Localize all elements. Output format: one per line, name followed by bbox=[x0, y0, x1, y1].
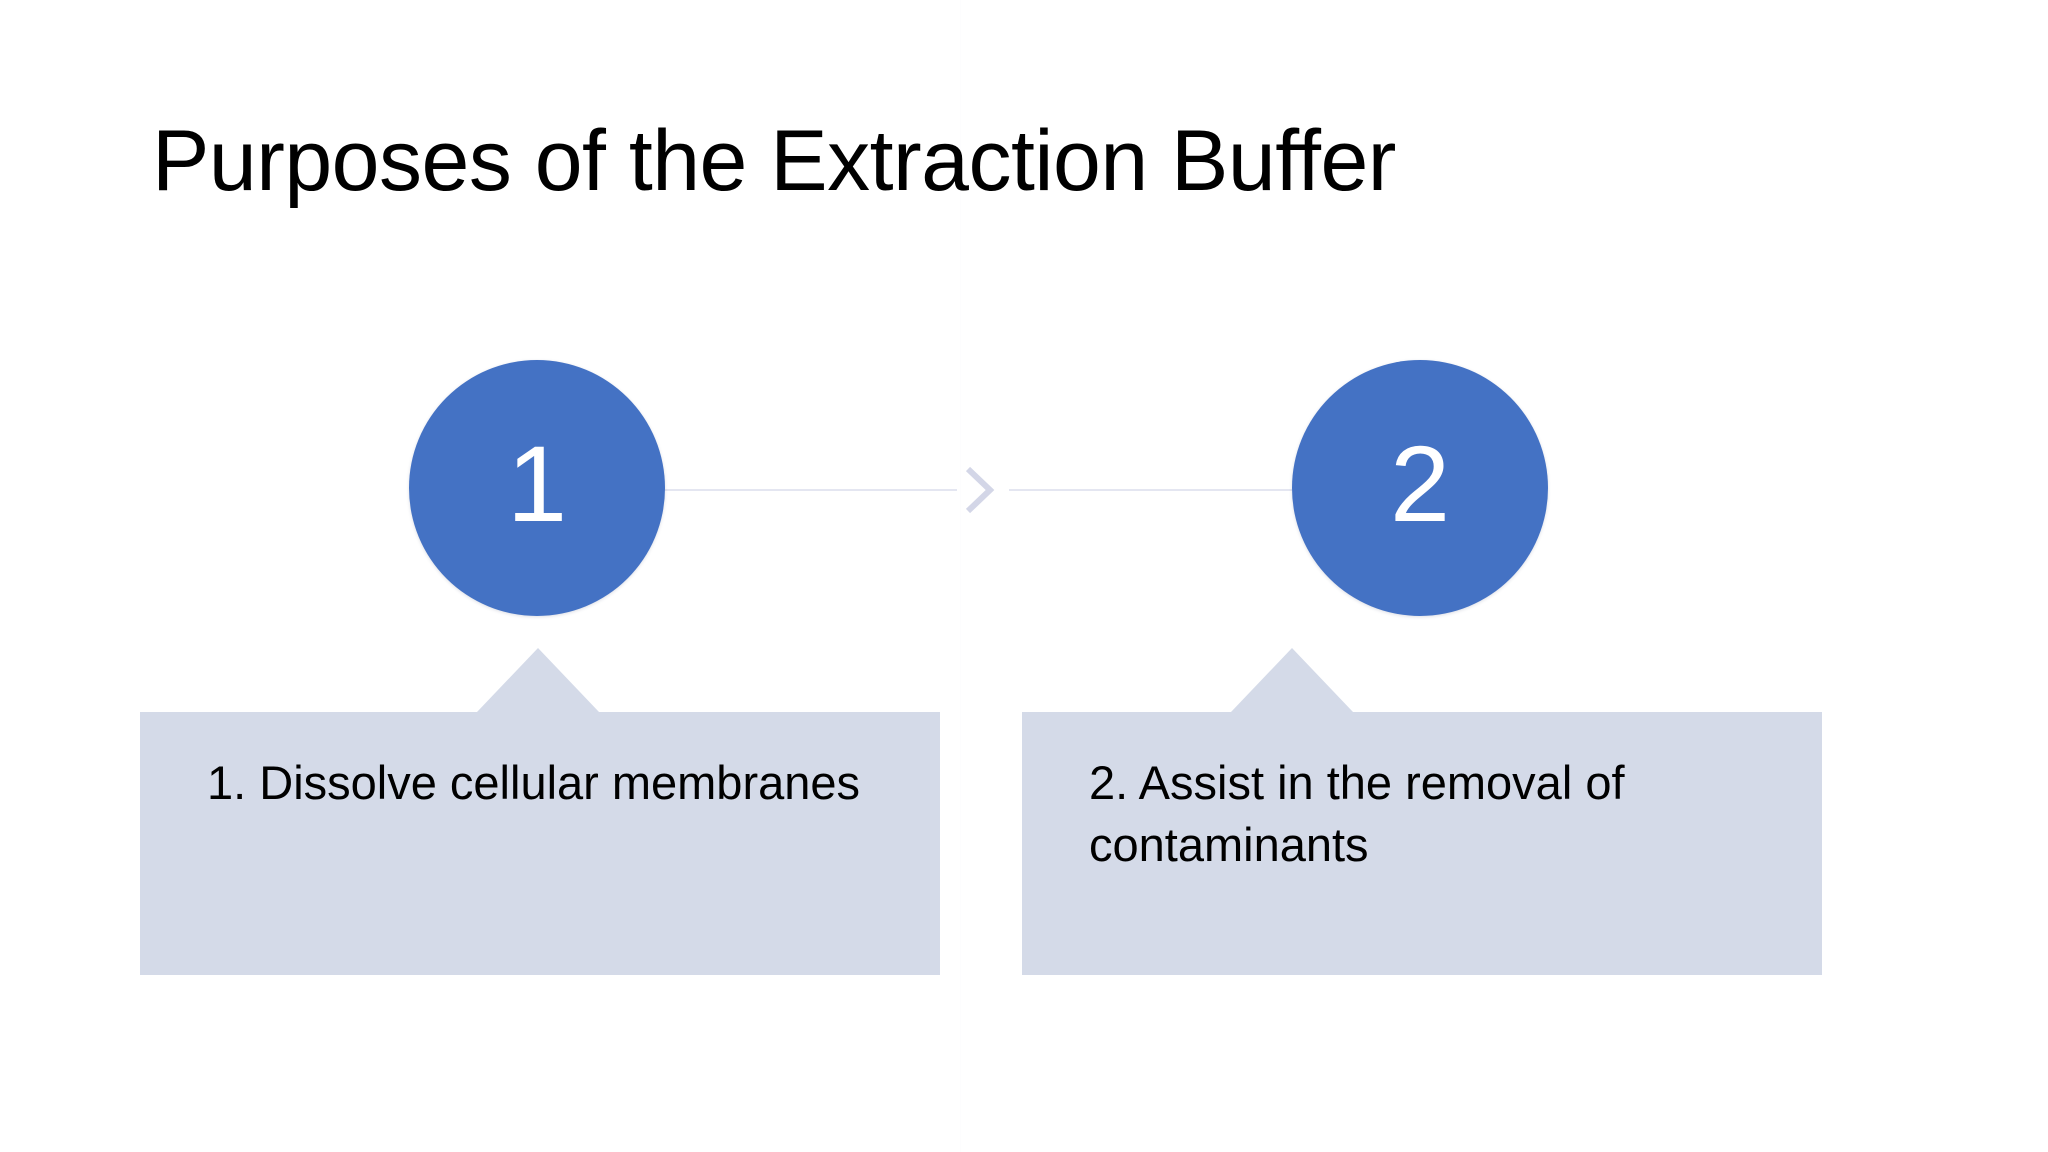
step-text-2: 2. Assist in the removal of contaminants bbox=[1089, 756, 1625, 872]
step-circle-2[interactable]: 2 bbox=[1292, 360, 1548, 616]
callout-pointer-1 bbox=[477, 648, 599, 712]
callout-pointer-2 bbox=[1231, 648, 1353, 712]
step-callout-1[interactable]: 1. Dissolve cellular membranes bbox=[140, 648, 940, 975]
step-text-1: 1. Dissolve cellular membranes bbox=[207, 756, 861, 809]
page-title: Purposes of the Extraction Buffer bbox=[152, 112, 1396, 209]
step-number-1: 1 bbox=[506, 423, 568, 544]
connector-line-right bbox=[1009, 489, 1292, 491]
step-connector bbox=[660, 466, 1292, 514]
step-number-2: 2 bbox=[1389, 423, 1451, 544]
connector-line-left bbox=[660, 489, 957, 491]
step-circle-1[interactable]: 1 bbox=[409, 360, 665, 616]
background-seam bbox=[960, 0, 961, 1152]
step-callout-2[interactable]: 2. Assist in the removal of contaminants bbox=[1022, 648, 1822, 975]
chevron-right-icon bbox=[965, 466, 995, 514]
